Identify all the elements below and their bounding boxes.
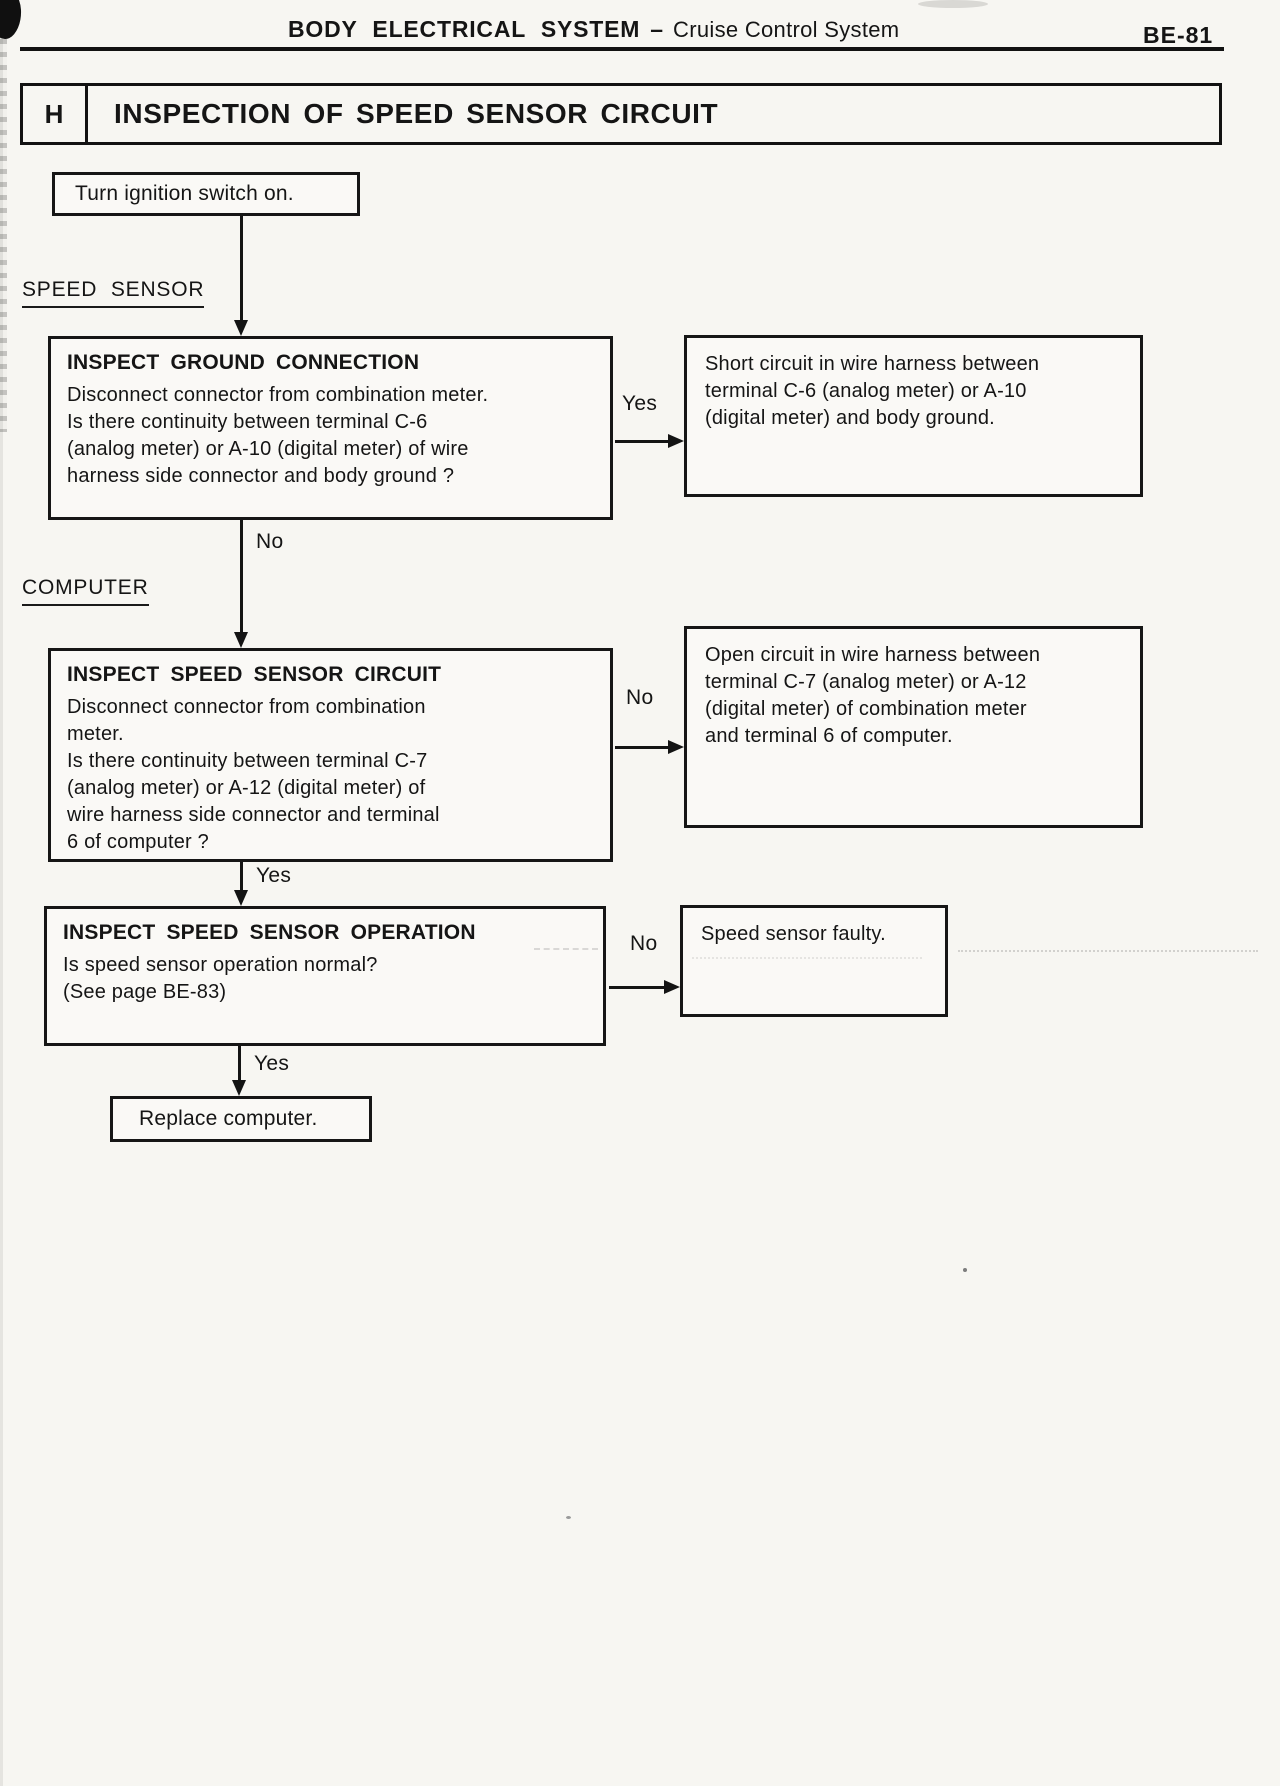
header-separator: – bbox=[650, 16, 664, 42]
flow-result1-box: Short circuit in wire harness between te… bbox=[684, 335, 1143, 497]
arrow-right-icon bbox=[664, 980, 680, 994]
branch-label-no-1: No bbox=[256, 530, 284, 553]
scan-left-edge-artifact bbox=[0, 0, 7, 432]
header-rule bbox=[20, 47, 1224, 51]
flow-result3-box: Speed sensor faulty. bbox=[680, 905, 948, 1017]
arrow-line-step2-to-step3 bbox=[240, 862, 243, 892]
arrow-line-start-to-step1 bbox=[240, 216, 243, 322]
flow-step2-box: INSPECT SPEED SENSOR CIRCUIT Disconnect … bbox=[48, 648, 613, 862]
arrow-line-step3-to-end bbox=[238, 1046, 241, 1080]
step2-question: Disconnect connector from combination me… bbox=[67, 696, 440, 853]
section-title-block: H INSPECTION OF SPEED SENSOR CIRCUIT bbox=[20, 83, 1222, 145]
arrow-down-icon bbox=[234, 890, 248, 906]
scan-speck bbox=[963, 1268, 967, 1272]
scan-dash-mark bbox=[692, 957, 922, 959]
arrow-right-icon bbox=[668, 740, 684, 754]
flow-end-box: Replace computer. bbox=[110, 1096, 372, 1142]
arrow-down-icon bbox=[232, 1080, 246, 1096]
result2-text: Open circuit in wire harness between ter… bbox=[705, 644, 1041, 747]
branch-label-no-2: No bbox=[626, 686, 654, 709]
flow-result2-box: Open circuit in wire harness between ter… bbox=[684, 626, 1143, 828]
scan-left-edge-shadow bbox=[0, 0, 3, 1786]
step3-question: Is speed sensor operation normal? (See p… bbox=[63, 954, 378, 1003]
result1-text: Short circuit in wire harness between te… bbox=[705, 353, 1040, 429]
arrow-line-step3-to-result3 bbox=[609, 986, 664, 989]
section-label-speed-sensor: SPEED SENSOR bbox=[22, 278, 205, 308]
section-label-computer: COMPUTER bbox=[22, 576, 149, 606]
branch-label-no-3: No bbox=[630, 932, 658, 955]
header-subsection-title: Cruise Control System bbox=[673, 17, 900, 42]
step2-title: INSPECT SPEED SENSOR CIRCUIT bbox=[67, 663, 442, 686]
page-header: BODY ELECTRICAL SYSTEM–Cruise Control Sy… bbox=[288, 16, 899, 43]
branch-label-yes-1: Yes bbox=[622, 392, 658, 415]
header-section-title: BODY ELECTRICAL SYSTEM bbox=[288, 16, 641, 42]
branch-label-yes-3: Yes bbox=[254, 1052, 290, 1075]
arrow-right-icon bbox=[668, 434, 684, 448]
result3-text: Speed sensor faulty. bbox=[701, 923, 886, 945]
step3-title: INSPECT SPEED SENSOR OPERATION bbox=[63, 921, 476, 944]
scan-dash-mark bbox=[958, 950, 1258, 952]
scan-top-smudge bbox=[918, 0, 988, 8]
scan-dash-mark bbox=[534, 948, 598, 950]
arrow-line-step1-to-result1 bbox=[615, 440, 668, 443]
scan-corner-blob bbox=[0, 0, 25, 42]
scan-speck bbox=[566, 1516, 571, 1519]
section-index-letter: H bbox=[23, 86, 88, 142]
flow-start-box: Turn ignition switch on. bbox=[52, 172, 360, 216]
step1-question: Disconnect connector from combination me… bbox=[67, 384, 489, 487]
arrow-line-step1-to-step2 bbox=[240, 520, 243, 632]
arrow-line-step2-to-result2 bbox=[615, 746, 668, 749]
branch-label-yes-2: Yes bbox=[256, 864, 292, 887]
page-number: BE-81 bbox=[1143, 22, 1214, 48]
step1-title: INSPECT GROUND CONNECTION bbox=[67, 351, 420, 374]
arrow-down-icon bbox=[234, 320, 248, 336]
page-title: INSPECTION OF SPEED SENSOR CIRCUIT bbox=[114, 98, 719, 129]
flow-step1-box: INSPECT GROUND CONNECTION Disconnect con… bbox=[48, 336, 613, 520]
arrow-down-icon bbox=[234, 632, 248, 648]
flow-step3-box: INSPECT SPEED SENSOR OPERATION Is speed … bbox=[44, 906, 606, 1046]
